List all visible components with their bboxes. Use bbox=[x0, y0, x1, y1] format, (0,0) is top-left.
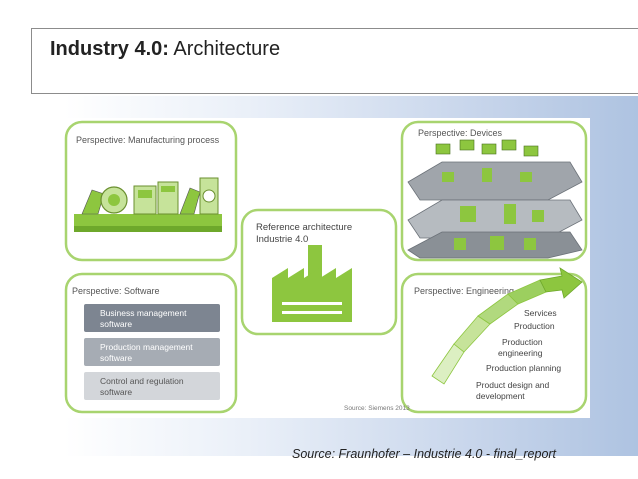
software-layer-production bbox=[84, 338, 220, 366]
engineering-step-5-line1: Product design and bbox=[476, 380, 550, 390]
software-layer-2-line1: Production management bbox=[100, 342, 193, 352]
engineering-label: Perspective: Engineering bbox=[414, 286, 514, 296]
software-layer-business bbox=[84, 304, 220, 332]
slide-title: Industry 4.0: Architecture bbox=[50, 38, 280, 61]
manufacturing-illustration bbox=[74, 177, 222, 232]
source-citation: Source: Fraunhofer – Industrie 4.0 - fin… bbox=[292, 447, 557, 461]
title-rest: Architecture bbox=[168, 38, 281, 60]
diagram-svg: Perspective: Manufacturing process Persp… bbox=[64, 120, 588, 414]
software-layer-1-line2: software bbox=[100, 319, 132, 329]
software-label: Perspective: Software bbox=[72, 286, 160, 296]
software-layer-3-line1: Control and regulation bbox=[100, 376, 184, 386]
title-bold: Industry 4.0: bbox=[50, 38, 169, 60]
software-layer-2-line2: software bbox=[100, 353, 132, 363]
title-box: Industry 4.0: Architecture bbox=[31, 28, 638, 94]
center-line1: Reference architecture bbox=[256, 222, 352, 233]
architecture-diagram: Perspective: Manufacturing process Persp… bbox=[62, 118, 590, 418]
engineering-step-5-line2: development bbox=[476, 391, 525, 401]
center-line2: Industrie 4.0 bbox=[256, 234, 308, 245]
engineering-step-3-line1: Production bbox=[502, 337, 543, 347]
devices-label: Perspective: Devices bbox=[418, 128, 503, 138]
engineering-step-3-line2: engineering bbox=[498, 348, 543, 358]
engineering-step-2: Production bbox=[514, 321, 555, 331]
engineering-arrow bbox=[431, 267, 583, 385]
diagram-credit: Source: Siemens 2013 bbox=[344, 405, 410, 412]
engineering-step-4: Production planning bbox=[486, 363, 561, 373]
software-layer-control bbox=[84, 372, 220, 400]
software-layers: Business management software Production … bbox=[84, 304, 220, 400]
software-layer-1-line1: Business management bbox=[100, 308, 187, 318]
engineering-step-1: Services bbox=[524, 308, 557, 318]
manufacturing-label: Perspective: Manufacturing process bbox=[76, 135, 220, 145]
devices-illustration bbox=[407, 139, 583, 259]
software-layer-3-line2: software bbox=[100, 387, 132, 397]
factory-icon bbox=[272, 245, 352, 322]
